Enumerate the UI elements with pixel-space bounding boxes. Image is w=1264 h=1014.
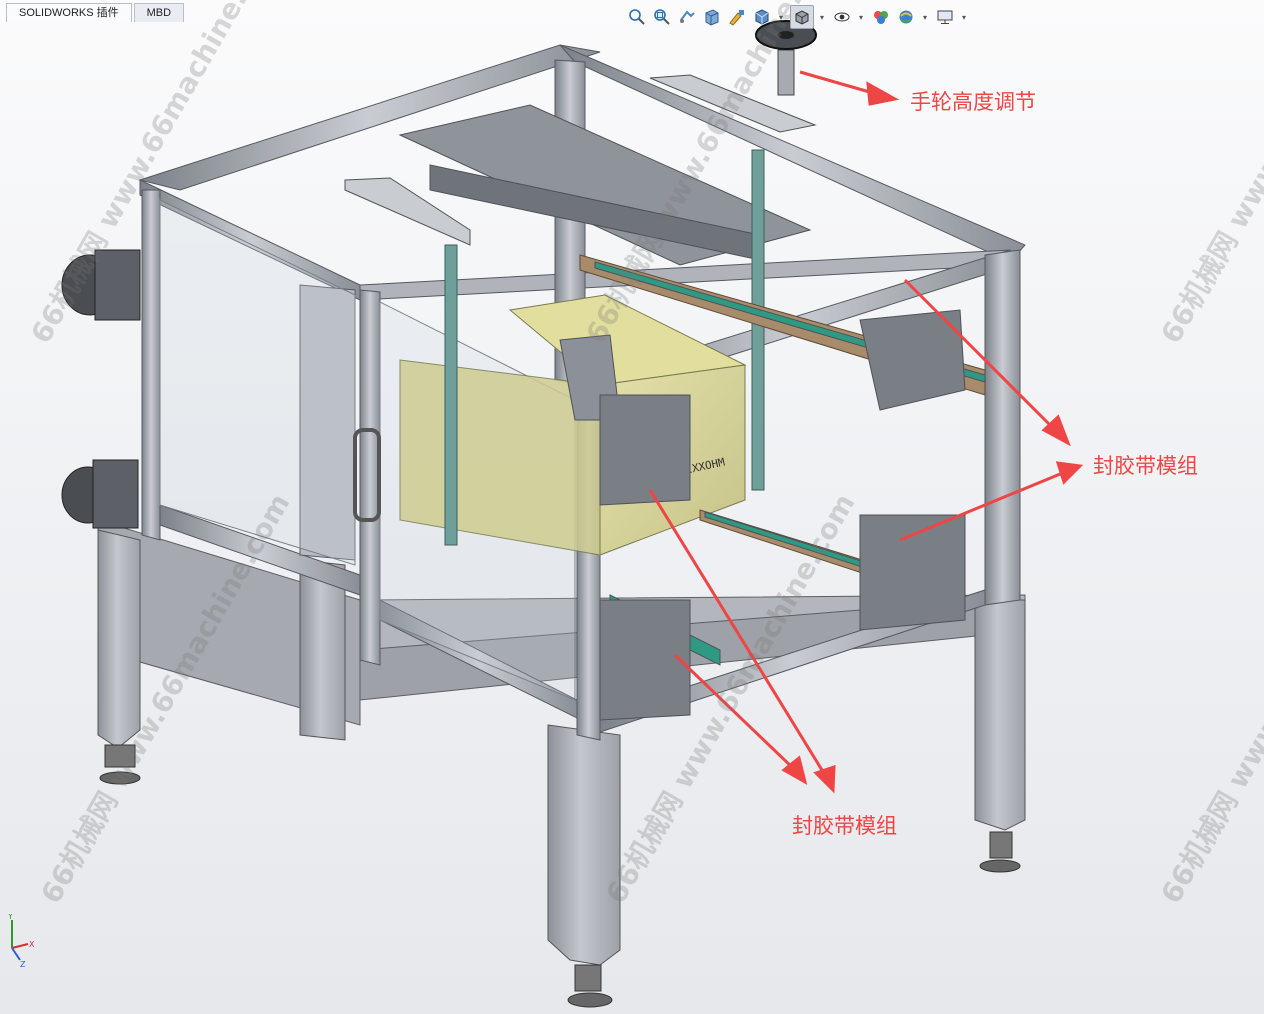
tab-solidworks-addins[interactable]: SOLIDWORKS 插件 — [6, 3, 132, 22]
display-style-icon[interactable] — [790, 5, 814, 29]
upper-assembly — [344, 74, 986, 721]
zoom-to-fit-icon[interactable] — [626, 6, 648, 28]
command-manager-tabs: SOLIDWORKS 插件 MBD — [6, 3, 186, 23]
chevron-down-icon[interactable]: ▾ — [961, 12, 966, 22]
annotation-arrows — [648, 70, 1084, 794]
previous-view-icon[interactable] — [676, 6, 698, 28]
annotation-handwheel: 手轮高度调节 — [910, 90, 1036, 114]
view-monitor-icon[interactable] — [934, 6, 956, 28]
section-view-icon[interactable] — [701, 6, 723, 28]
zoom-area-icon[interactable] — [651, 6, 673, 28]
reference-triad: Y X Z — [7, 914, 35, 968]
edit-appearance-icon[interactable] — [870, 6, 892, 28]
chevron-down-icon[interactable]: ▾ — [778, 12, 783, 22]
tab-mbd[interactable]: MBD — [133, 3, 185, 22]
door-handle — [353, 428, 381, 522]
triad-y-label: Y — [7, 914, 13, 921]
annotation-tape-module-right: 封胶带模组 — [1093, 454, 1198, 478]
motors — [61, 249, 141, 529]
apply-scene-icon[interactable] — [895, 6, 917, 28]
chevron-down-icon[interactable]: ▾ — [922, 12, 927, 22]
triad-z-label: Z — [20, 960, 26, 968]
heads-up-view-toolbar: ▾ ▾ ▾ ▾ ▾ — [626, 4, 973, 30]
chevron-down-icon[interactable]: ▾ — [819, 12, 824, 22]
chevron-down-icon[interactable]: ▾ — [858, 12, 863, 22]
view-orientation-icon[interactable] — [751, 6, 773, 28]
hide-show-icon[interactable] — [831, 6, 853, 28]
triad-x-label: X — [29, 940, 35, 949]
annotation-tape-module-bottom: 封胶带模组 — [792, 814, 897, 838]
view-settings-icon[interactable] — [726, 6, 748, 28]
